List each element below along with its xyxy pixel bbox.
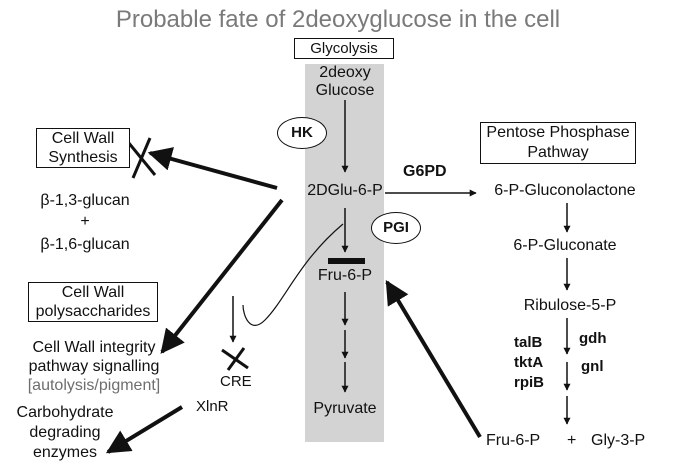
glucan-1: β-1,3-glucan [40,192,130,209]
ppp-line1: Pentose Phosphase [486,124,630,141]
regulator-xlnr: XlnR [196,398,229,415]
enzyme-hk-label: HK [291,124,313,141]
product-plus: + [567,432,577,449]
arrow-to-signalling [160,198,284,354]
signalling-line3: [autolysis/pigment] [27,377,161,394]
gene-gnl: gnl [581,358,604,375]
ppp-line2: Pathway [527,144,589,161]
node-ribulose-5-p: Ribulose-5-P [523,297,617,314]
ppp-box: Pentose Phosphase Pathway [480,122,636,164]
product-fru-6-p: Fru-6-P [486,432,541,449]
enzyme-hk: HK [277,117,327,149]
gene-tkta: tktA [514,354,544,371]
glucan-plus: + [80,213,90,230]
gene-gdh: gdh [579,330,607,347]
cell-wall-polysaccharides-box: Cell Wall polysaccharides [28,282,158,322]
product-gly-3-p: Gly-3-P [591,432,646,449]
signalling-line1: Cell Wall integrity [32,339,156,356]
node-fru-6-p: Fru-6-P [317,267,373,284]
carbohydrate-line2: degrading [29,424,101,441]
signalling-line2: pathway signalling [28,358,160,375]
node-6-p-gluconate: 6-P-Gluconate [513,237,617,254]
glycolysis-label: Glycolysis [310,40,378,57]
node-2dglu-6-p: 2DGlu-6-P [307,182,383,199]
glucan-2: β-1,6-glucan [40,236,130,253]
enzyme-g6pd: G6PD [403,163,447,180]
arrow-fru6p-feedback [385,279,482,439]
gene-talb: talB [514,334,543,351]
carbohydrate-line3: enzymes [32,444,98,461]
glycolysis-box: Glycolysis [294,38,394,59]
node-6-p-gluconolactone: 6-P-Gluconolactone [494,182,636,199]
cell-wall-synthesis-line2: Synthesis [48,149,118,166]
cross-cre [221,347,249,371]
enzyme-pgi: PGI [371,212,421,244]
node-2deoxy: 2deoxy [319,64,371,81]
carbohydrate-line1: Carbohydrate [16,404,114,421]
arrow-to-cell-wall-synthesis [147,147,278,190]
diagram-title: Probable fate of 2deoxyglucose in the ce… [115,6,561,33]
node-pyruvate: Pyruvate [313,400,377,417]
cell-wall-polysaccharides-line1: Cell Wall [61,284,125,301]
arrow-fru6p-to-cre [242,223,344,326]
cell-wall-synthesis-line1: Cell Wall [51,130,115,147]
cell-wall-polysaccharides-line2: polysaccharides [35,303,151,320]
regulator-cre: CRE [220,373,252,390]
cell-wall-synthesis-box: Cell Wall Synthesis [36,128,130,168]
gene-rpib: rpiB [514,374,544,391]
enzyme-pgi-label: PGI [383,219,409,236]
arrow-to-carbohydrate [105,405,184,454]
cross-cell-wall-synthesis [126,137,157,179]
node-glucose: Glucose [315,82,375,99]
